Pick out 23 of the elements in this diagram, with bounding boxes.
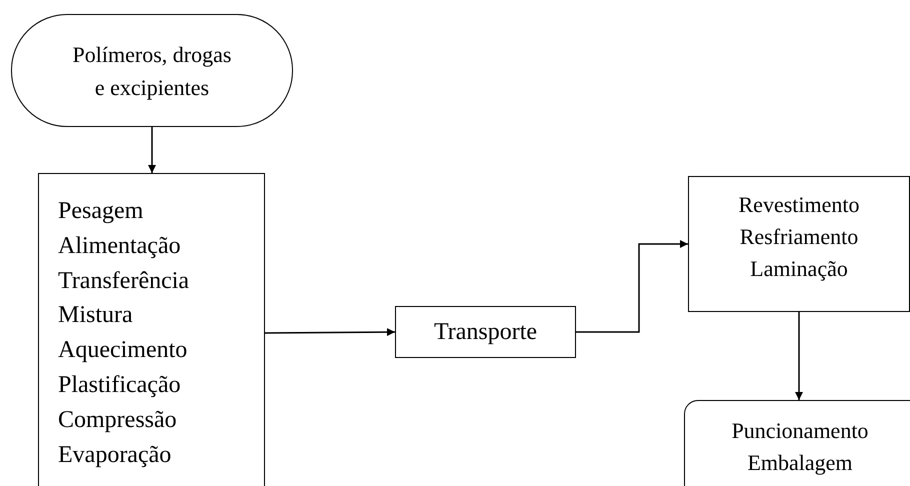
step-label: Plastificação <box>58 370 181 400</box>
step-label: Compressão <box>58 406 177 435</box>
process-box <box>395 306 576 358</box>
step-label: Polímeros, drogas e excipientes <box>72 40 232 102</box>
arrow <box>576 240 688 333</box>
step-label: Mistura <box>58 301 133 330</box>
step-label: Embalagem <box>747 448 853 477</box>
arrow <box>795 312 803 400</box>
process-box <box>38 173 265 486</box>
step-label: Transporte <box>434 318 538 346</box>
arrow <box>148 127 156 173</box>
step-label: Evaporação <box>58 440 172 470</box>
step-label: Laminação <box>750 254 848 283</box>
terminal-box <box>684 400 910 486</box>
step-label: Alimentação <box>58 232 181 261</box>
step-label: Pesagem <box>58 197 144 226</box>
process-box <box>688 176 910 312</box>
step-label: Revestimento <box>738 191 860 219</box>
step-label: Aquecimento <box>58 336 188 366</box>
step-label: Transferência <box>58 266 190 296</box>
step-label: Puncionamento <box>732 417 868 445</box>
arrow <box>265 328 395 336</box>
step-label: Resfriamento <box>740 222 858 251</box>
